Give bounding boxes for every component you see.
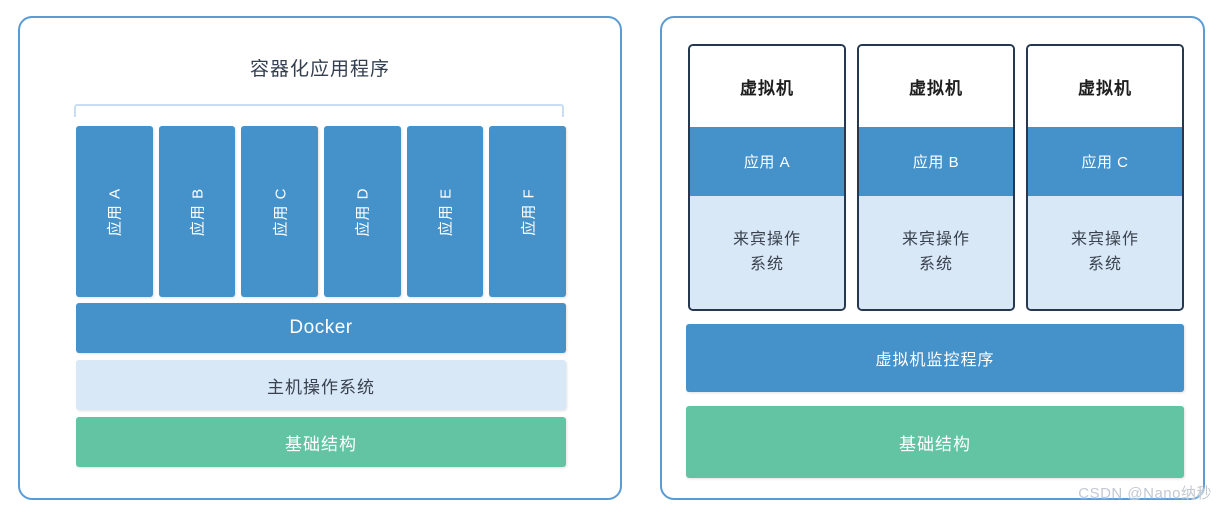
hypervisor-layer: 虚拟机监控程序: [686, 324, 1184, 392]
vm-card-3: 虚拟机 应用 C 来宾操作系统: [1026, 44, 1184, 311]
csdn-watermark: CSDN @Nano纳秒: [1078, 485, 1212, 502]
containers-panel-title: 容器化应用程序: [249, 59, 390, 80]
app-column-a-label: 应用 A: [106, 187, 124, 236]
vm-card-2: 虚拟机 应用 B 来宾操作系统: [857, 44, 1015, 311]
app-column-a: 应用 A: [76, 126, 153, 297]
app-column-b-label: 应用 B: [189, 187, 207, 236]
vm-card-3-app: 应用 C: [1028, 127, 1182, 196]
app-column-b: 应用 B: [158, 126, 236, 297]
vm-card-1-guest-os-label: 来宾操作系统: [733, 230, 802, 273]
app-columns: 应用 A 应用 B 应用 C 应用 D 应用 E 应用 F: [76, 126, 567, 297]
vm-card-3-guest-os-label: 来宾操作系统: [1071, 230, 1140, 273]
apps-group-bracket: [74, 104, 564, 117]
vm-card-1-title: 虚拟机: [690, 46, 844, 127]
vm-card-2-guest-os: 来宾操作系统: [859, 196, 1013, 309]
docker-layer: Docker: [76, 303, 566, 353]
app-column-e: 应用 E: [406, 126, 484, 297]
vm-card-2-guest-os-label: 来宾操作系统: [902, 230, 971, 273]
vm-card-1: 虚拟机 应用 A 来宾操作系统: [688, 44, 846, 311]
infrastructure-layer-right: 基础结构: [686, 406, 1184, 478]
vm-card-1-guest-os: 来宾操作系统: [690, 196, 844, 309]
infrastructure-layer-left: 基础结构: [76, 417, 566, 467]
vms-panel: 虚拟机 应用 A 来宾操作系统 虚拟机 应用 B 来宾操作系统 虚拟机 应用 C…: [660, 16, 1205, 500]
app-column-c-label: 应用 C: [272, 186, 290, 237]
containers-panel: 容器化应用程序 应用 A 应用 B 应用 C 应用 D 应用 E 应用 F Do…: [18, 16, 622, 500]
vm-card-2-title: 虚拟机: [859, 46, 1013, 127]
app-column-d: 应用 D: [324, 126, 401, 297]
vm-card-3-guest-os: 来宾操作系统: [1028, 196, 1182, 309]
vm-row: 虚拟机 应用 A 来宾操作系统 虚拟机 应用 B 来宾操作系统 虚拟机 应用 C…: [688, 44, 1184, 311]
host-os-layer: 主机操作系统: [76, 360, 566, 410]
vm-card-3-title: 虚拟机: [1028, 46, 1182, 127]
app-column-f-label: 应用 F: [520, 187, 538, 236]
app-column-d-label: 应用 D: [354, 186, 372, 237]
vm-card-2-app: 应用 B: [859, 127, 1013, 196]
app-column-c: 应用 C: [241, 126, 319, 297]
app-column-f: 应用 F: [489, 126, 567, 297]
vm-card-1-app: 应用 A: [690, 127, 844, 196]
app-column-e-label: 应用 E: [437, 187, 455, 236]
